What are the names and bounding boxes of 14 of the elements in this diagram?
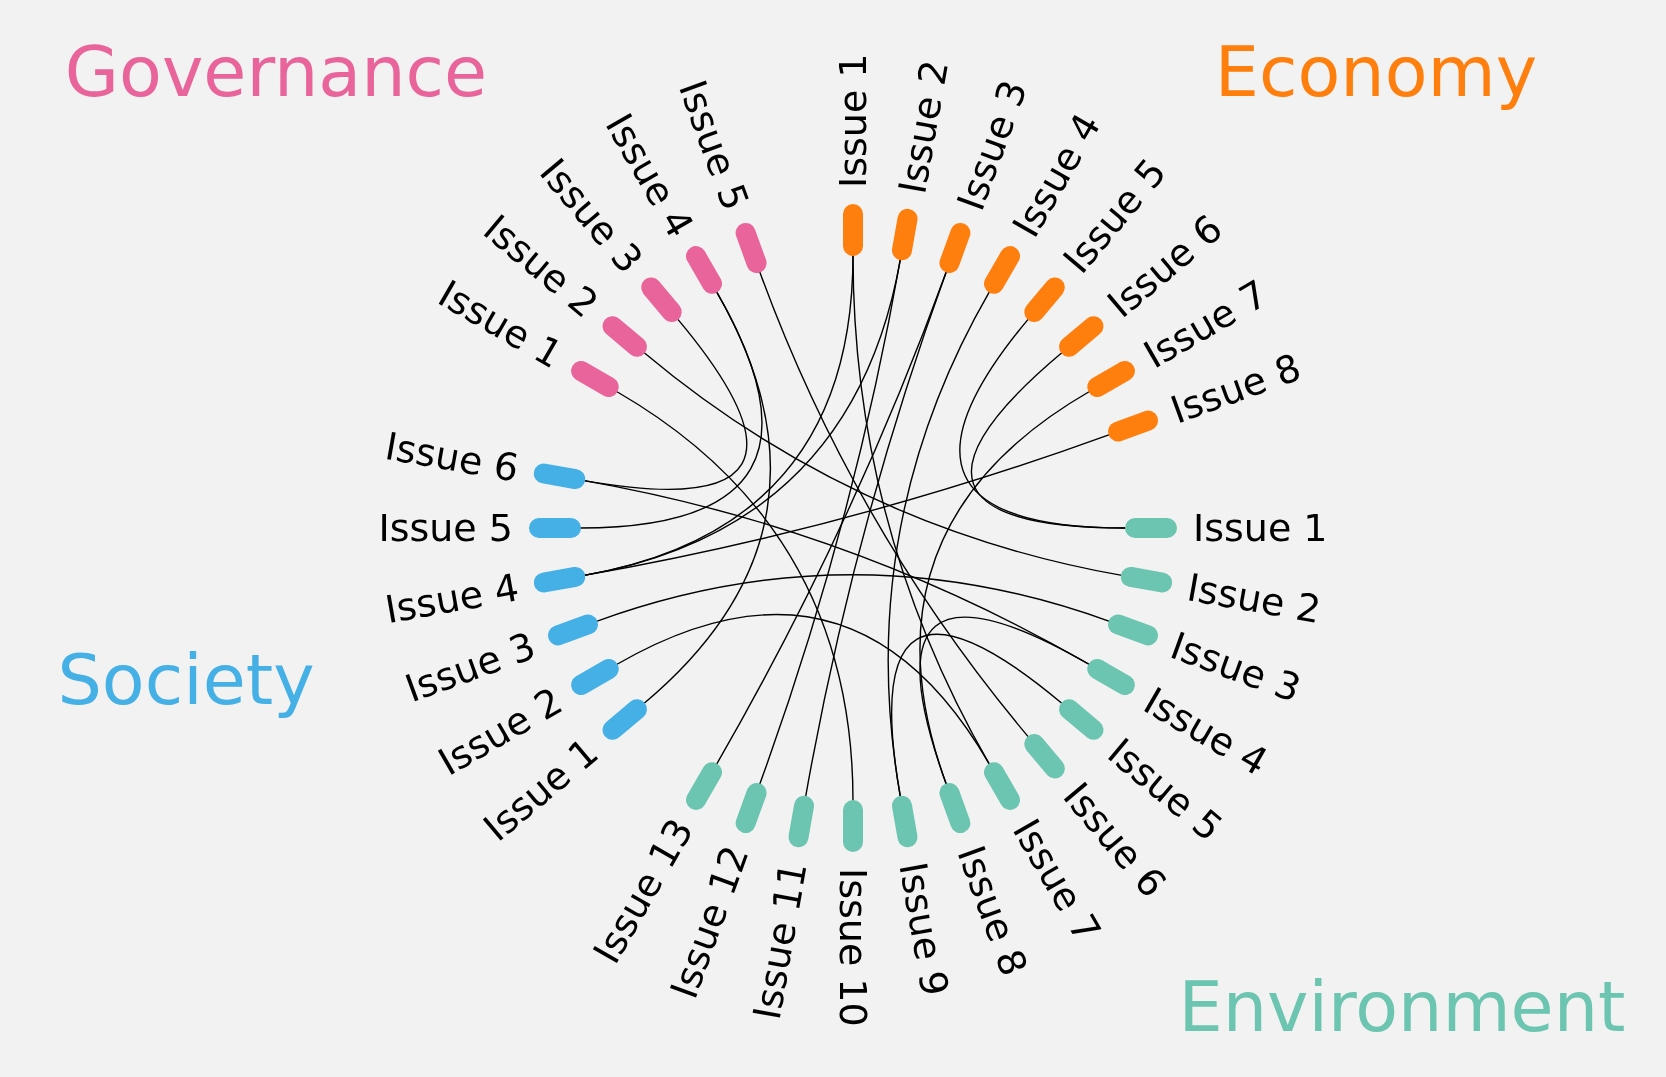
chord-line bbox=[758, 270, 1030, 738]
chord-line bbox=[615, 614, 991, 766]
chord-line bbox=[583, 433, 1111, 577]
chord-line bbox=[758, 258, 902, 786]
group-title: Environment bbox=[1178, 972, 1626, 1042]
group-title: Governance bbox=[64, 37, 488, 107]
chord-line bbox=[615, 390, 854, 802]
chord-line bbox=[804, 270, 948, 798]
chord-line bbox=[919, 616, 1091, 786]
chord-line bbox=[595, 574, 1111, 623]
chord-line bbox=[970, 351, 1127, 529]
chord-line bbox=[891, 633, 1063, 798]
chord-line bbox=[643, 351, 1123, 577]
chord-line bbox=[643, 290, 771, 705]
